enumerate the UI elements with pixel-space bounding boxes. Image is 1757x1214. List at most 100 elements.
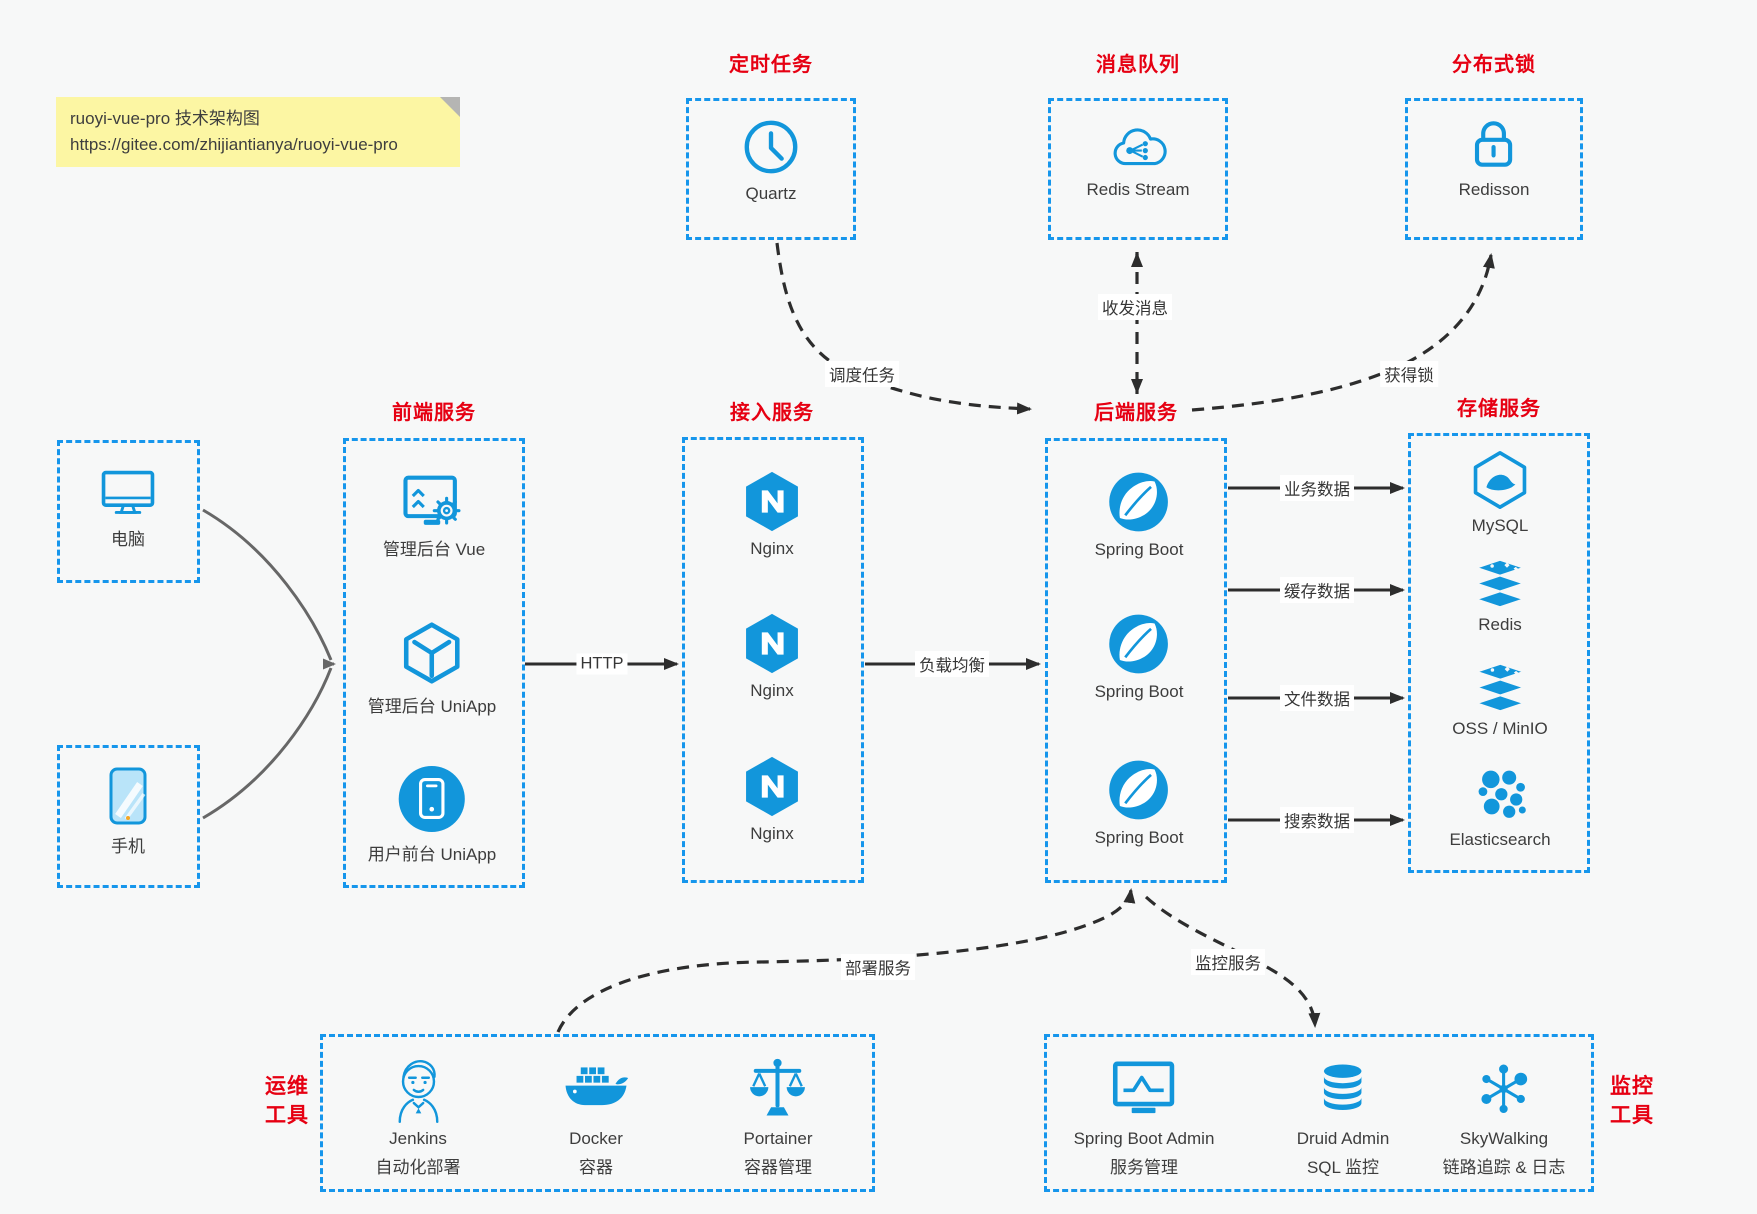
mobile-curve xyxy=(202,667,333,820)
desktop-curve xyxy=(202,508,333,661)
elasticsearch-icon xyxy=(1478,770,1526,818)
node-label: MySQL xyxy=(1471,516,1529,535)
edge-deploy-arrow xyxy=(556,888,1136,1033)
monitor-title-line2: 工具 xyxy=(1610,1104,1654,1127)
node-admin-vue: 管理后台 Vue xyxy=(383,474,485,560)
node-portainer: Portainer 容器管理 xyxy=(743,1048,812,1178)
jenkins-icon xyxy=(398,1059,438,1123)
node-spring-boot-admin: Spring Boot Admin 服务管理 xyxy=(1073,1048,1215,1178)
portainer-icon xyxy=(750,1058,806,1116)
ops-title-line1: 运维 xyxy=(265,1075,309,1098)
node-elasticsearch: Elasticsearch xyxy=(1449,768,1551,850)
edge-label-business-data: 业务数据 xyxy=(1280,475,1354,501)
mobile-icon xyxy=(109,767,147,825)
node-nginx-2: Nginx xyxy=(744,612,800,701)
box-message-queue xyxy=(1048,98,1228,240)
node-desc: 链路追踪 & 日志 xyxy=(1442,1158,1566,1177)
node-label: 用户前台 UniApp xyxy=(367,845,497,864)
node-redis-stream: Redis Stream xyxy=(1086,122,1190,200)
node-mobile: 手机 xyxy=(105,766,151,857)
box-backend xyxy=(1045,438,1227,883)
spring-leaf-icon xyxy=(1109,614,1169,674)
node-label: Docker xyxy=(569,1129,623,1148)
node-label: OSS / MinIO xyxy=(1452,719,1548,738)
edge-label-acquire-lock: 获得锁 xyxy=(1380,361,1438,387)
nginx-icon xyxy=(746,613,798,674)
edge-label-http: HTTP xyxy=(576,653,628,675)
node-desc: SQL 监控 xyxy=(1306,1158,1380,1177)
edge-label-load-balance: 负载均衡 xyxy=(915,651,989,677)
node-desc: 容器管理 xyxy=(743,1158,812,1177)
molecule-icon xyxy=(1481,1064,1528,1113)
node-label: Redis Stream xyxy=(1086,180,1190,199)
monitor-pulse-icon xyxy=(1113,1061,1175,1114)
node-label: Spring Boot xyxy=(1094,682,1184,701)
admin-vue-icon xyxy=(403,475,461,525)
monitor-title-line1: 监控 xyxy=(1610,1075,1654,1098)
title-ops-tools: 运维 工具 xyxy=(265,1072,309,1130)
node-label: Jenkins xyxy=(389,1129,447,1148)
node-docker: Docker 容器 xyxy=(563,1048,629,1178)
title-gateway: 接入服务 xyxy=(730,402,814,424)
note-title: ruoyi-vue-pro 技术架构图 xyxy=(70,109,260,128)
node-label: SkyWalking xyxy=(1459,1129,1549,1148)
node-label: Nginx xyxy=(750,539,794,558)
node-redis: Redis xyxy=(1472,558,1528,635)
box-storage xyxy=(1408,433,1590,873)
node-druid-admin: Druid Admin SQL 监控 xyxy=(1296,1048,1390,1178)
node-skywalking: SkyWalking 链路追踪 & 日志 xyxy=(1442,1048,1566,1178)
cube-icon xyxy=(404,622,460,684)
node-nginx-1: Nginx xyxy=(744,470,800,559)
cloud-stream-icon xyxy=(1114,128,1168,166)
node-label: Nginx xyxy=(750,681,794,700)
edge-label-schedule: 调度任务 xyxy=(825,361,899,387)
node-admin-uniapp: 管理后台 UniApp xyxy=(368,620,496,717)
edge-label-deploy: 部署服务 xyxy=(841,954,915,980)
title-frontend: 前端服务 xyxy=(392,402,476,424)
node-desc: 容器 xyxy=(579,1158,613,1177)
oss-stack-icon xyxy=(1473,662,1527,713)
title-storage: 存储服务 xyxy=(1457,398,1541,420)
desktop-icon xyxy=(101,470,155,514)
node-springboot-3: Spring Boot xyxy=(1095,758,1183,848)
box-frontend xyxy=(343,438,525,888)
box-client-mobile xyxy=(57,745,200,888)
box-distributed-lock xyxy=(1405,98,1583,240)
node-label: 手机 xyxy=(111,837,145,856)
database-icon xyxy=(1324,1063,1362,1110)
node-springboot-1: Spring Boot xyxy=(1095,470,1183,560)
lock-icon xyxy=(1475,121,1513,167)
title-distributed-lock: 分布式锁 xyxy=(1452,54,1536,76)
node-oss-minio: OSS / MinIO xyxy=(1452,662,1548,739)
node-jenkins: Jenkins 自动化部署 xyxy=(376,1048,461,1178)
node-label: 管理后台 UniApp xyxy=(367,697,497,716)
redis-stack-icon xyxy=(1473,558,1527,609)
node-label: Redis xyxy=(1478,615,1522,634)
box-ops-tools xyxy=(320,1034,875,1192)
node-mysql: MySQL xyxy=(1471,450,1529,536)
edge-label-message: 收发消息 xyxy=(1098,294,1172,320)
client-to-frontend-curves xyxy=(202,508,336,820)
node-label: Redisson xyxy=(1458,180,1530,199)
node-label: Spring Boot Admin xyxy=(1073,1129,1215,1148)
note-fold-corner xyxy=(440,97,460,117)
box-client-desktop xyxy=(57,440,200,583)
spring-leaf-icon xyxy=(1109,760,1169,820)
edge-label-search-data: 搜索数据 xyxy=(1280,807,1354,833)
note-url: https://gitee.com/zhijiantianya/ruoyi-vu… xyxy=(70,135,398,154)
node-springboot-2: Spring Boot xyxy=(1094,612,1184,702)
edge-schedule-arrow xyxy=(775,242,1032,415)
box-monitor-tools xyxy=(1044,1034,1594,1192)
node-label: Quartz xyxy=(745,184,797,203)
node-nginx-3: Nginx xyxy=(744,755,800,844)
node-label: Nginx xyxy=(750,824,794,843)
node-label: Druid Admin xyxy=(1296,1129,1390,1148)
nginx-icon xyxy=(746,471,798,532)
title-monitor-tools: 监控 工具 xyxy=(1610,1072,1654,1130)
node-desc: 服务管理 xyxy=(1110,1158,1178,1177)
node-label: 电脑 xyxy=(111,530,145,549)
node-desktop: 电脑 xyxy=(99,466,157,550)
edge-label-file-data: 文件数据 xyxy=(1280,685,1354,711)
edge-acquire-lock-arrow xyxy=(1191,253,1495,412)
